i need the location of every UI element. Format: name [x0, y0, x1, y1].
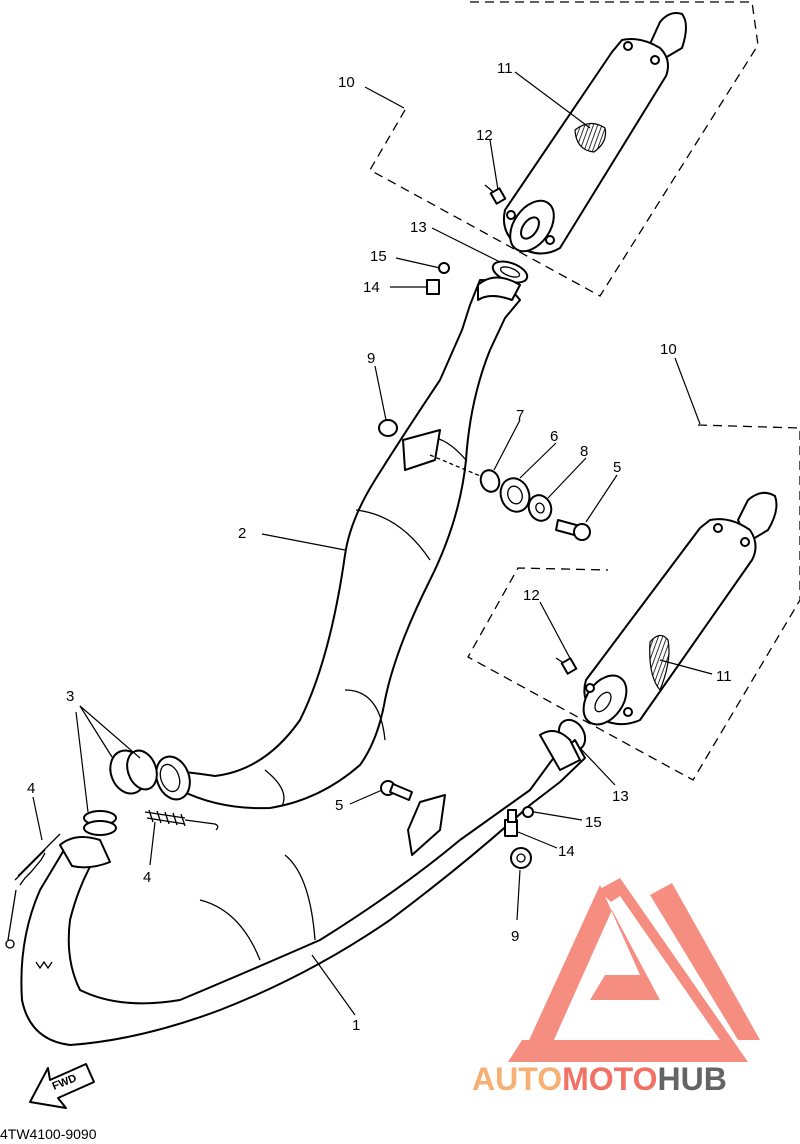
- bolt-14-lower: [504, 809, 518, 837]
- logo-word-hub: HUB: [657, 1061, 726, 1097]
- callout-10: 10: [338, 74, 355, 91]
- callout-13: 13: [410, 219, 427, 236]
- logo-word-moto: MOTO: [562, 1061, 657, 1097]
- callout-6: 6: [550, 428, 558, 445]
- callout-1: 1: [352, 1017, 360, 1034]
- bolt-5-lower: [380, 780, 413, 801]
- callout-13: 13: [612, 788, 629, 805]
- callout-14: 14: [363, 279, 380, 296]
- leader-lines: [32, 71, 713, 1016]
- muffler-assembly-box-upper: [369, 1, 759, 297]
- callout-3: 3: [66, 688, 74, 705]
- exhaust-pipe-2: [155, 276, 521, 810]
- bolt-12-lower: [555, 657, 578, 675]
- diagram-code: 4TW4100-9090: [0, 1126, 97, 1142]
- callout-14: 14: [558, 843, 575, 860]
- callout-8: 8: [580, 443, 588, 460]
- callout-4: 4: [143, 869, 151, 886]
- callout-15: 15: [585, 814, 602, 831]
- callout-9: 9: [511, 928, 519, 945]
- muffler-upper: [502, 12, 687, 255]
- callout-2: 2: [238, 525, 246, 542]
- callout-9: 9: [367, 350, 375, 367]
- callout-4: 4: [27, 780, 35, 797]
- nut-9-lower: [510, 847, 532, 869]
- bolt-12-upper: [484, 184, 507, 205]
- exhaust-pipe-1: [20, 730, 586, 1046]
- callout-15: 15: [370, 248, 387, 265]
- callout-labels: 10 11 12 13 15 14 9 7 6 8 5 10 2 12 11 3…: [27, 60, 732, 1034]
- washer-15-lower: [522, 806, 534, 818]
- callout-11: 11: [716, 668, 732, 685]
- damper-set: [429, 454, 591, 541]
- callout-7: 7: [516, 407, 524, 424]
- muffler-lower: [582, 491, 778, 726]
- forward-direction-arrow: FWD: [29, 1063, 95, 1109]
- callout-5: 5: [335, 797, 343, 814]
- bolt-14-upper: [426, 279, 440, 295]
- callout-12: 12: [523, 587, 540, 604]
- gaskets-3: [83, 749, 158, 836]
- washer-15-upper: [438, 262, 450, 274]
- automotohub-logo: AUTOMOTOHUB: [472, 878, 760, 1097]
- callout-5: 5: [613, 459, 621, 476]
- callout-11: 11: [497, 60, 513, 77]
- spring-4-left: [5, 833, 61, 949]
- muffler-assembly-box-lower: [467, 424, 800, 781]
- callout-10: 10: [660, 341, 677, 358]
- callout-12: 12: [476, 127, 493, 144]
- logo-word-auto: AUTO: [472, 1061, 562, 1097]
- svg-text:AUTOMOTOHUB: AUTOMOTOHUB: [472, 1061, 727, 1097]
- spring-4-right: [144, 809, 219, 831]
- nut-9-upper: [378, 419, 398, 437]
